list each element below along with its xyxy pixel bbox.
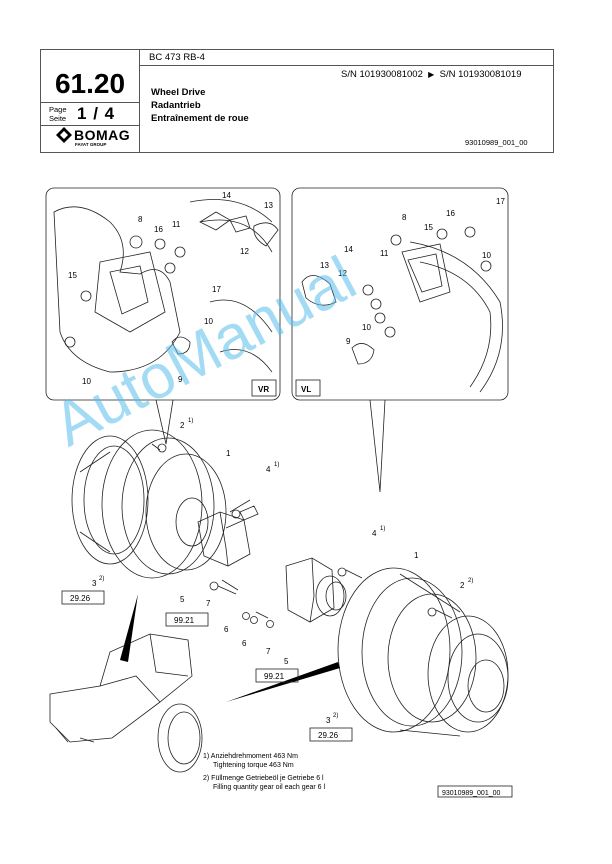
footnote-mark: 1) <box>274 462 279 468</box>
footnote-mark: 2) <box>333 713 338 719</box>
page-label: Page Seite <box>49 105 67 123</box>
callout: 1 <box>226 449 231 458</box>
callout: 17 <box>496 197 505 206</box>
divider <box>41 125 139 126</box>
callout: 14 <box>344 245 353 254</box>
callout: 16 <box>154 225 163 234</box>
tag-box-vr <box>251 379 277 397</box>
divider <box>41 102 139 103</box>
ref-box-label: 29.26 <box>318 731 339 740</box>
callout: 9 <box>178 375 183 384</box>
note-filling-quantity: 2) Füllmenge Getriebeöl je Getriebe 6 l … <box>203 775 326 791</box>
brand-subtitle: FAYAT GROUP <box>75 142 107 147</box>
callout: 6 <box>224 625 229 634</box>
callout: 2 <box>180 421 185 430</box>
tag-box-vl <box>295 379 321 397</box>
image-id-box <box>437 785 513 798</box>
callout: 11 <box>172 220 181 229</box>
machine-model: BC 473 RB-4 <box>149 52 205 63</box>
callout: 17 <box>212 285 221 294</box>
callout: 14 <box>222 191 231 200</box>
callout: 8 <box>138 215 143 224</box>
callout: 13 <box>320 261 329 270</box>
exploded-view-drawing: VR VL 14 13 8 11 16 12 15 17 10 9 10 17 … <box>45 187 513 798</box>
callout: 6 <box>242 639 247 648</box>
page-indicator: 1 / 4 <box>77 104 116 123</box>
serial-range: S/N 101930081002 ▶ S/N 101930081019 <box>341 69 522 80</box>
panel-tag-vr: VR <box>258 385 269 394</box>
ref-box-label: 29.26 <box>70 594 91 603</box>
detail-panel-vl <box>291 187 509 401</box>
callout: 4 <box>266 465 271 474</box>
ref-box-label: 99.21 <box>174 616 195 625</box>
header-row-divider <box>139 65 553 66</box>
ref-box <box>309 727 353 742</box>
callouts-left-panel: 14 13 8 11 16 12 15 17 10 9 10 <box>68 191 273 386</box>
detail-panel-vr <box>45 187 281 401</box>
brand-name: BOMAG <box>74 127 131 143</box>
page-code: 61.20 <box>54 68 126 99</box>
callout: 15 <box>424 223 433 232</box>
callout: 11 <box>380 249 389 258</box>
ref-box <box>255 668 299 683</box>
callout: 5 <box>284 657 289 666</box>
callout: 10 <box>482 251 491 260</box>
callout: 3 <box>92 579 97 588</box>
callouts-right-panel: 17 8 16 15 14 11 10 13 12 10 9 <box>320 197 505 346</box>
callout: 8 <box>402 213 407 222</box>
callouts-main: 2 1) 1 4 1) 3 2) 5 7 6 6 7 5 4 1) 1 2 2)… <box>92 418 473 725</box>
document-id: 93010989_001_00 <box>465 138 528 147</box>
header-left-column <box>41 50 140 152</box>
callout: 13 <box>264 201 273 210</box>
callout: 12 <box>338 269 347 278</box>
footnote-mark: 1) <box>380 526 385 532</box>
callout: 5 <box>180 595 185 604</box>
footnote-mark: 2) <box>99 576 104 582</box>
callout: 16 <box>446 209 455 218</box>
callout: 3 <box>326 716 331 725</box>
header-block: 61.20 Page Seite 1 / 4 BC 473 RB-4 S/N 1… <box>40 49 554 153</box>
callout: 2 <box>460 581 465 590</box>
callout: 12 <box>240 247 249 256</box>
bomag-logo-icon <box>56 127 72 143</box>
ref-box-label: 99.21 <box>264 672 285 681</box>
callout: 7 <box>266 647 271 656</box>
callout: 1 <box>414 551 419 560</box>
callout: 4 <box>372 529 377 538</box>
image-id-label: 93010989_001_00 <box>442 790 501 797</box>
footnote-mark: 1) <box>188 418 193 424</box>
ref-box <box>61 590 105 605</box>
callout: 10 <box>362 323 371 332</box>
ref-box <box>165 612 209 627</box>
callout: 15 <box>68 271 77 280</box>
panel-tag-vl: VL <box>301 385 311 394</box>
callout: 7 <box>206 599 211 608</box>
callout: 10 <box>204 317 213 326</box>
page-title: Wheel Drive Radantrieb Entraînement de r… <box>151 87 249 124</box>
footnote-mark: 2) <box>468 578 473 584</box>
callout: 9 <box>346 337 351 346</box>
callout: 10 <box>82 377 91 386</box>
note-tightening-torque: 1) Anziehdrehmoment 463 Nm Tightening to… <box>203 753 298 769</box>
